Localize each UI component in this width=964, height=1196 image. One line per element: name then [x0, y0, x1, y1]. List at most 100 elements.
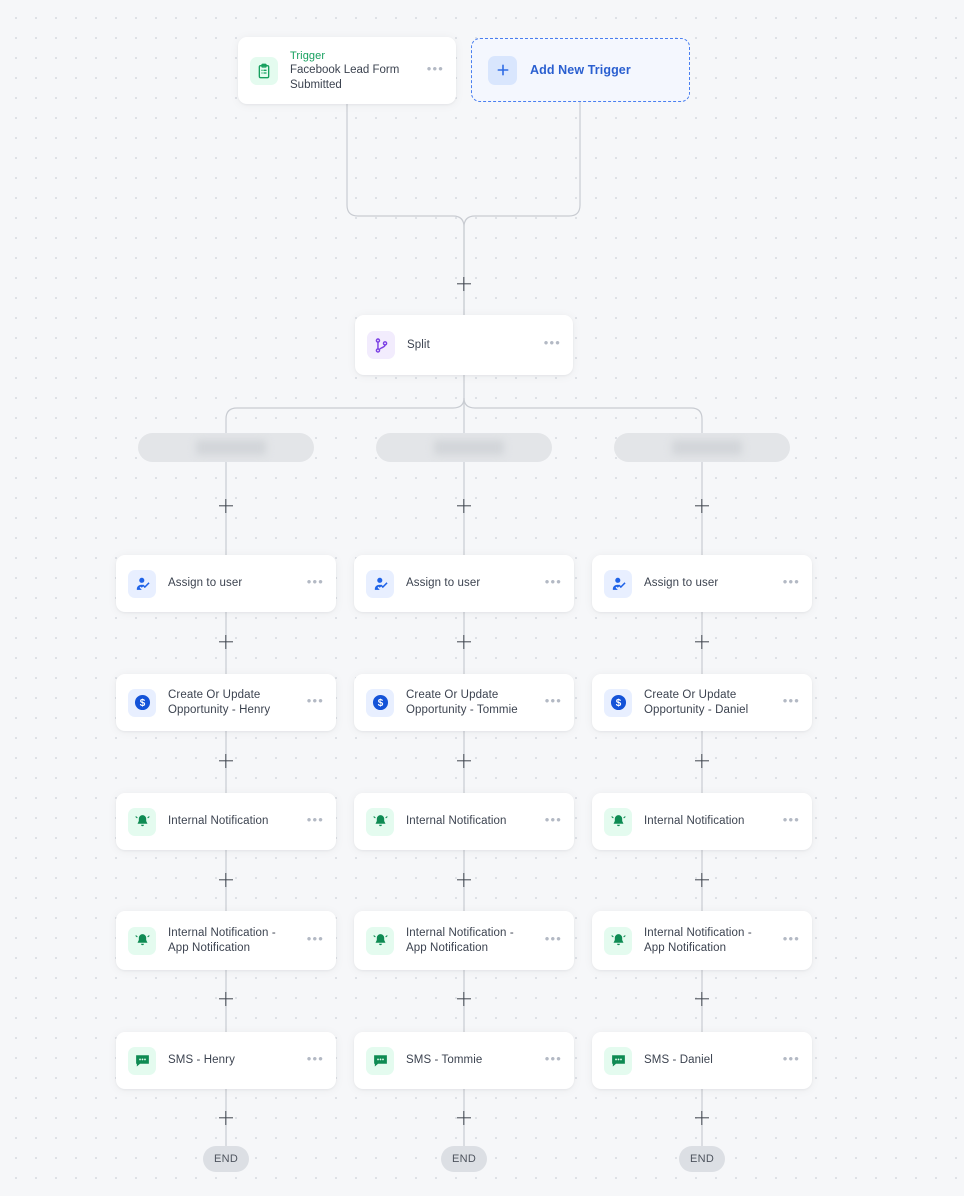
step-label: Assign to user: [644, 577, 719, 590]
workflow-step-node[interactable]: $ Create Or Update Opportunity - Tommie ••…: [354, 674, 574, 731]
step-label: Internal Notification: [644, 815, 745, 828]
step-label: SMS - Daniel: [644, 1054, 713, 1067]
add-step-button[interactable]: [694, 872, 710, 888]
step-label: Internal Notification: [406, 815, 507, 828]
add-step-button[interactable]: [694, 498, 710, 514]
sms-icon: [604, 1046, 632, 1075]
trigger-name: Facebook Lead Form Submitted: [290, 63, 400, 91]
bell-icon: [366, 926, 394, 955]
workflow-step-node[interactable]: Internal Notification•••: [116, 793, 336, 850]
sms-icon: [366, 1046, 394, 1075]
bell-icon: [604, 807, 632, 836]
add-step-button[interactable]: [694, 991, 710, 1007]
workflow-step-node[interactable]: Assign to user •••: [116, 555, 336, 612]
step-label: Assign to user: [168, 577, 243, 590]
add-step-button[interactable]: [218, 753, 234, 769]
workflow-step-node[interactable]: Assign to user •••: [354, 555, 574, 612]
add-step-button[interactable]: [456, 1110, 472, 1126]
workflow-step-node[interactable]: Internal Notification - App Notification…: [592, 911, 812, 970]
step-menu-button[interactable]: •••: [782, 1050, 800, 1066]
branch-icon: [367, 331, 395, 359]
add-step-button[interactable]: [694, 753, 710, 769]
split-node[interactable]: Split •••: [355, 315, 573, 375]
redaction-blur: [672, 440, 742, 455]
opportunity-dollar-icon: $: [604, 688, 632, 717]
step-label: Internal Notification - App Notification: [406, 927, 514, 954]
step-menu-button[interactable]: •••: [544, 811, 562, 827]
svg-text:$: $: [139, 698, 145, 709]
workflow-step-node[interactable]: Assign to user •••: [592, 555, 812, 612]
step-menu-button[interactable]: •••: [306, 1050, 324, 1066]
step-menu-button[interactable]: •••: [306, 692, 324, 708]
add-step-button[interactable]: [456, 634, 472, 650]
step-label: Create Or Update Opportunity - Tommie: [406, 689, 518, 716]
workflow-step-node[interactable]: SMS - Henry •••: [116, 1032, 336, 1089]
step-label: Assign to user: [406, 577, 481, 590]
step-label: Create Or Update Opportunity - Henry: [168, 689, 271, 716]
workflow-step-node[interactable]: SMS - Daniel •••: [592, 1032, 812, 1089]
end-badge: END: [203, 1146, 249, 1172]
svg-text:$: $: [615, 698, 621, 709]
split-label: Split: [407, 338, 430, 351]
workflow-step-node[interactable]: SMS - Tommie •••: [354, 1032, 574, 1089]
add-step-button[interactable]: [456, 872, 472, 888]
bell-icon: [128, 807, 156, 836]
add-step-button[interactable]: [456, 276, 472, 292]
sms-icon: [128, 1046, 156, 1075]
workflow-step-node[interactable]: Internal Notification •••: [354, 793, 574, 850]
bell-icon: [604, 926, 632, 955]
add-step-button[interactable]: [218, 872, 234, 888]
workflow-step-node[interactable]: $ Create Or Update Opportunity - Henry •••: [116, 674, 336, 731]
workflow-step-node[interactable]: $ Create Or Update Opportunity - Daniel ••…: [592, 674, 812, 731]
assign-user-icon: [604, 569, 632, 598]
step-menu-button[interactable]: •••: [306, 811, 324, 827]
bell-icon: [366, 807, 394, 836]
step-menu-button[interactable]: •••: [306, 930, 324, 946]
workflow-step-node[interactable]: Internal Notification - App Notification…: [354, 911, 574, 970]
opportunity-dollar-icon: $: [366, 688, 394, 717]
add-step-button[interactable]: [456, 498, 472, 514]
bell-icon: [128, 926, 156, 955]
add-new-trigger-label: Add New Trigger: [530, 63, 631, 77]
step-menu-button[interactable]: •••: [544, 573, 562, 589]
assign-user-icon: [366, 569, 394, 598]
add-step-button[interactable]: [218, 498, 234, 514]
end-badge: END: [441, 1146, 487, 1172]
add-step-button[interactable]: [218, 1110, 234, 1126]
add-step-button[interactable]: [694, 1110, 710, 1126]
redaction-blur: [196, 440, 266, 455]
step-menu-button[interactable]: •••: [782, 692, 800, 708]
branch-condition-redacted[interactable]: [614, 433, 790, 462]
opportunity-dollar-icon: $: [128, 688, 156, 717]
add-step-button[interactable]: [218, 991, 234, 1007]
add-step-button[interactable]: [694, 634, 710, 650]
step-label: Create Or Update Opportunity - Daniel: [644, 689, 749, 716]
trigger-node[interactable]: Trigger Facebook Lead Form Submitted •••: [238, 37, 456, 104]
branch-condition-redacted[interactable]: [138, 433, 314, 462]
step-menu-button[interactable]: •••: [306, 573, 324, 589]
trigger-label: Trigger: [290, 49, 326, 62]
step-menu-button[interactable]: •••: [544, 930, 562, 946]
step-label: SMS - Tommie: [406, 1054, 483, 1067]
add-step-button[interactable]: [218, 634, 234, 650]
add-new-trigger-button[interactable]: Add New Trigger: [471, 38, 690, 102]
add-step-button[interactable]: [456, 991, 472, 1007]
assign-user-icon: [128, 569, 156, 598]
split-menu-button[interactable]: •••: [543, 335, 561, 350]
step-menu-button[interactable]: •••: [544, 692, 562, 708]
branch-condition-redacted[interactable]: [376, 433, 552, 462]
step-menu-button[interactable]: •••: [544, 1050, 562, 1066]
add-step-button[interactable]: [456, 753, 472, 769]
clipboard-icon: [250, 56, 278, 85]
step-label: SMS - Henry: [168, 1054, 235, 1067]
svg-text:$: $: [377, 698, 383, 709]
workflow-step-node[interactable]: Internal Notification - App Notification…: [116, 911, 336, 970]
step-menu-button[interactable]: •••: [782, 811, 800, 827]
workflow-step-node[interactable]: Internal Notification •••: [592, 793, 812, 850]
trigger-menu-button[interactable]: •••: [426, 60, 444, 76]
plus-icon: [488, 55, 517, 85]
step-menu-button[interactable]: •••: [782, 573, 800, 589]
step-menu-button[interactable]: •••: [782, 930, 800, 946]
redaction-blur: [434, 440, 504, 455]
